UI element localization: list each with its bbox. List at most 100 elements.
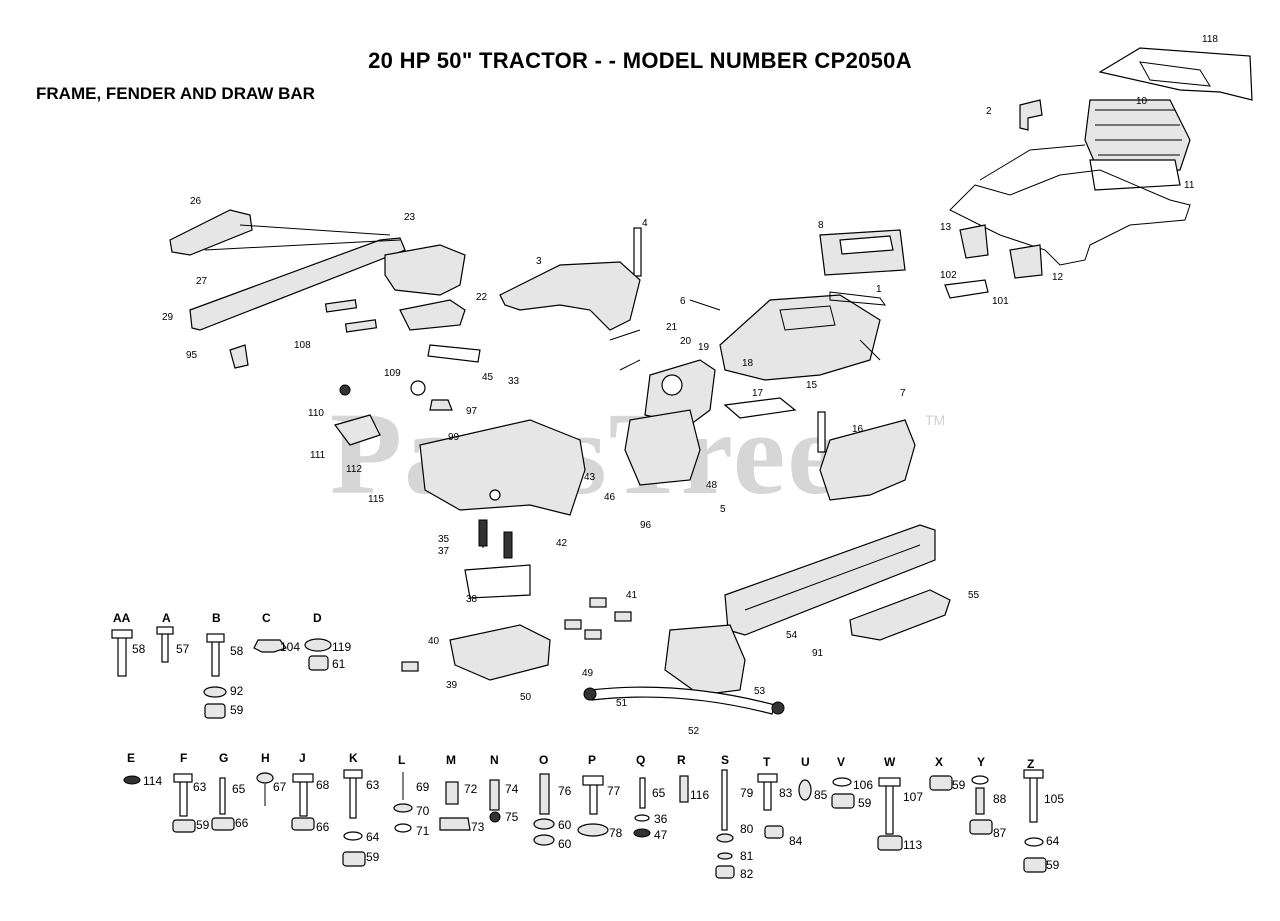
part-53-rear-plate [664,624,746,696]
hardware-icons-row1 [111,626,332,719]
legend-letter-d: D [313,611,322,625]
legend-part-67: 67 [273,780,287,794]
legend-letter-f: F [180,751,188,765]
legend-part-78: 78 [609,826,623,840]
legend-letter-e: E [127,751,136,765]
callout-102: 102 [940,270,957,281]
part-95-clip [229,344,249,369]
legend-letter-z: Z [1027,757,1035,771]
part-118-mat [1098,47,1253,101]
legend-part-66: 66 [235,816,249,830]
legend-part-59x: 59 [952,778,966,792]
part-97-knob [429,399,453,411]
callout-95: 95 [186,350,198,361]
legend-part-60b: 60 [558,837,572,851]
part-108-plate-a [324,299,358,313]
legend-part-92: 92 [230,684,244,698]
legend-part-71: 71 [416,824,430,838]
callout-45: 45 [482,372,494,383]
diagram-title: 20 HP 50" TRACTOR - - MODEL NUMBER CP205… [368,48,912,73]
legend-part-59f: 59 [196,818,210,832]
legend-letter-k: K [349,751,358,765]
part-22-seat-pan [399,299,466,331]
legend-letter-c: C [262,611,271,625]
callout-37: 37 [438,546,450,557]
callout-2: 2 [986,106,992,117]
part-19-dash [644,359,716,426]
callout-49: 49 [582,668,594,679]
legend-part-105: 105 [1044,792,1065,806]
hardware-icons-row2 [123,769,501,867]
part-13-bracket [959,224,989,259]
callout-52: 52 [688,726,700,737]
legend-part-80: 80 [740,822,754,836]
part-41-pad-c [564,619,582,630]
legend-part-59: 59 [230,703,244,717]
callout-112: 112 [346,464,362,475]
callout-11: 11 [1184,180,1195,191]
callout-96: 96 [640,520,652,531]
callout-91: 91 [812,648,824,659]
callout-5: 5 [720,504,726,515]
part-41-pad-a [589,597,607,608]
part-43-fender [419,419,586,516]
legend-part-74: 74 [505,782,519,796]
callout-18: 18 [742,358,754,369]
part-1-hood [719,294,881,381]
callout-108: 108 [294,340,311,351]
legend-part-70: 70 [416,804,430,818]
diagram-subtitle: FRAME, FENDER AND DRAW BAR [36,84,315,103]
legend-part-59k: 59 [366,850,380,864]
legend-part-77: 77 [607,784,621,798]
part-48-console [624,409,701,486]
legend-part-57: 57 [176,642,190,656]
callout-35: 35 [438,534,450,545]
callout-115: 115 [368,494,384,505]
legend-part-61: 61 [332,657,346,671]
legend-letter-q: Q [636,753,646,767]
legend-letter-p: P [588,753,597,767]
hardware-icons-row2-right [533,769,1047,879]
part-115-washer [410,380,426,396]
part-41-pad-d [584,629,602,640]
callout-23: 23 [404,212,416,223]
callout-48: 48 [706,480,718,491]
legend-part-72: 72 [464,782,478,796]
legend-letter-r: R [677,753,686,767]
legend-letter-aa: AA [113,611,131,625]
legend-letter-u: U [801,755,810,769]
legend-part-84: 84 [789,834,803,848]
callout-7: 7 [900,388,906,399]
legend-part-69: 69 [416,780,430,794]
legend-part-82: 82 [740,867,754,881]
legend-letter-b: B [212,611,221,625]
callout-43: 43 [584,472,596,483]
legend-part-75: 75 [505,810,519,824]
callout-19: 19 [698,342,710,353]
part-29-frame-rail [189,237,406,331]
callout-12: 12 [1052,272,1064,283]
callout-6: 6 [680,296,686,307]
legend-part-63: 63 [193,780,207,794]
legend-part-119: 119 [332,640,352,654]
part-52-draw-bar [589,686,776,715]
legend-part-107: 107 [903,790,924,804]
legend-part-36: 36 [654,812,668,826]
legend-letter-o: O [539,753,549,767]
callout-109: 109 [384,368,401,379]
legend-letter-t: T [763,755,771,769]
legend-part-114: 114 [143,774,163,788]
legend-part-65q: 65 [652,786,666,800]
callout-42: 42 [556,538,568,549]
legend-letter-v: V [837,755,846,769]
legend-part-59v: 59 [858,796,872,810]
callout-99: 99 [448,432,460,443]
legend-part-59z: 59 [1046,858,1060,872]
callout-111: 111 [310,450,326,461]
callout-110: 110 [308,408,324,419]
part-40-weight-plate [449,624,551,681]
part-4-rod-upper [633,227,642,277]
part-16-side-panel [819,419,916,501]
legend-letter-h: H [261,751,270,765]
